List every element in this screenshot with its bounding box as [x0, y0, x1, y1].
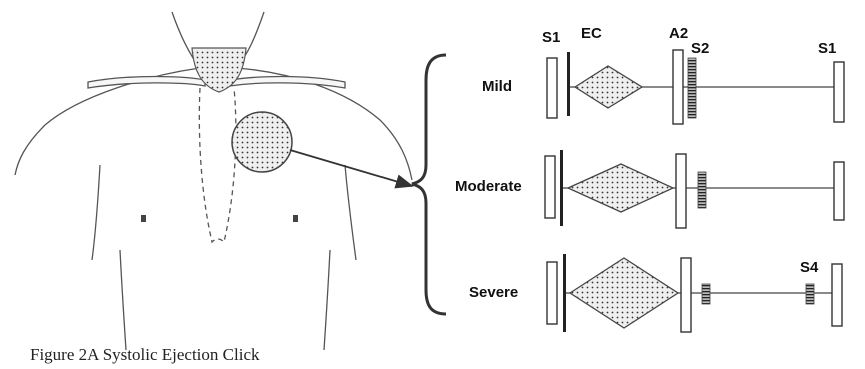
- label-s4: S4: [800, 259, 819, 276]
- sternum: [199, 88, 236, 242]
- s1-sound-box: [547, 262, 557, 324]
- pointer-arrow: [290, 150, 412, 186]
- row-label: Moderate: [455, 178, 522, 195]
- nipple-left: [141, 215, 146, 222]
- row-moderate: Moderate: [455, 150, 844, 228]
- a2-sound-box: [673, 50, 683, 124]
- murmur-diamond: [575, 66, 642, 108]
- arm-right: [345, 165, 356, 260]
- ejection-click-line: [567, 52, 570, 116]
- nipple-right: [293, 215, 298, 222]
- side-left: [120, 250, 126, 350]
- label-a2: A2: [669, 25, 688, 42]
- label-s1-left: S1: [542, 29, 560, 46]
- clavicle-left: [88, 77, 205, 89]
- ejection-click-line: [563, 254, 566, 332]
- s2-hatch: [688, 58, 696, 118]
- s4-hatch: [806, 284, 814, 304]
- clavicle-right: [230, 77, 345, 89]
- s1-sound-box: [545, 156, 555, 218]
- row-mild: Mild: [482, 50, 844, 124]
- a2-sound-box: [676, 154, 686, 228]
- label-s1-right: S1: [818, 40, 836, 57]
- murmur-diamond: [568, 164, 673, 212]
- a2-sound-box: [681, 258, 691, 332]
- aortic-area: [232, 112, 292, 172]
- ejection-click-line: [560, 150, 563, 226]
- row-label: Mild: [482, 78, 512, 95]
- row-severe: Severe S4: [469, 254, 842, 332]
- s2-hatch: [698, 172, 706, 208]
- row-label: Severe: [469, 284, 518, 301]
- brace: [412, 55, 446, 314]
- figure-caption: Figure 2A Systolic Ejection Click: [30, 345, 259, 365]
- murmur-diamond: [570, 258, 678, 328]
- s1-sound-box: [547, 58, 557, 118]
- label-ec: EC: [581, 25, 602, 42]
- side-right: [324, 250, 330, 350]
- label-s2: S2: [691, 40, 709, 57]
- arm-left: [92, 165, 100, 260]
- s2-hatch: [702, 284, 710, 304]
- s1-right-sound-box: [834, 62, 844, 122]
- s1-right-sound-box: [832, 264, 842, 326]
- s1-right-sound-box: [834, 162, 844, 220]
